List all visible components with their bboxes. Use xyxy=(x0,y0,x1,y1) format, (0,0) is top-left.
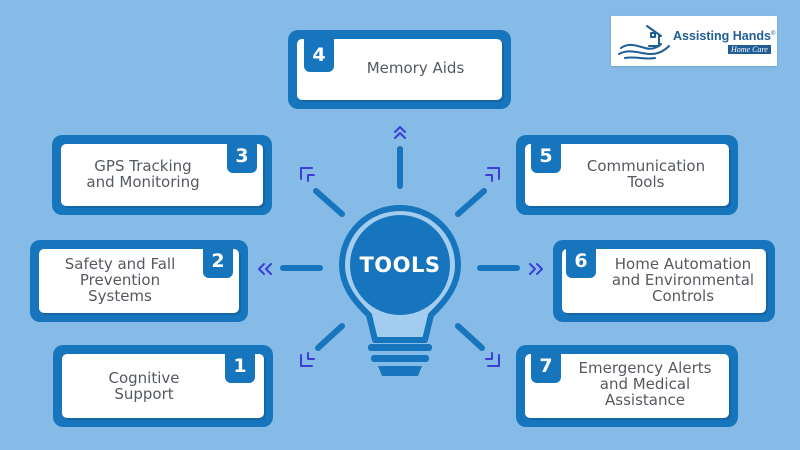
tool-label-line: Safety and Fall xyxy=(64,255,176,273)
arrow-up-icon xyxy=(394,126,406,139)
arrow-up-left-icon xyxy=(300,167,315,182)
tool-card-1: 1 Cognitive Support xyxy=(53,345,273,427)
tool-card-4: 4 Memory Aids xyxy=(288,30,511,109)
tool-number-badge: 6 xyxy=(566,244,596,278)
tool-card-2: 2 Safety and Fall Prevention Systems xyxy=(30,240,248,322)
ray-upper-left xyxy=(313,188,345,217)
tool-number-badge: 1 xyxy=(225,349,255,383)
arrow-right-icon xyxy=(529,263,543,275)
bulb xyxy=(339,205,461,376)
tool-label: Communication Tools xyxy=(564,145,728,203)
tool-label-line: and Environmental xyxy=(611,271,755,289)
tool-label-line: Systems xyxy=(88,287,152,305)
rays xyxy=(280,146,520,351)
tool-label-line: Communication xyxy=(586,157,706,175)
tool-label-line: and Monitoring xyxy=(86,173,200,191)
ray-lower-right xyxy=(455,323,485,351)
tool-label: Cognitive Support xyxy=(63,357,225,415)
tool-card-5: 5 Communication Tools xyxy=(516,135,738,215)
tool-label-line: Tools xyxy=(627,173,665,191)
logo-brand-text: Assisting Hands xyxy=(673,29,771,43)
tool-number-badge: 7 xyxy=(531,349,561,383)
arrow-up-right-icon xyxy=(485,167,500,182)
tool-card-6: 6 Home Automation and Environmental Cont… xyxy=(553,240,775,322)
arrow-left-icon xyxy=(258,263,272,275)
tool-label-line: Memory Aids xyxy=(366,59,465,77)
tool-label-line: Prevention xyxy=(79,271,161,289)
hands-house-icon xyxy=(618,25,670,60)
tool-label: Memory Aids xyxy=(330,39,501,97)
tool-label-line: GPS Tracking xyxy=(94,157,192,175)
logo-registered-mark: ® xyxy=(770,30,776,37)
tool-number-badge: 4 xyxy=(304,38,334,72)
tool-label: Emergency Alerts and Medical Assistance xyxy=(562,354,728,413)
tool-number-badge: 5 xyxy=(531,139,561,173)
bulb-base-ring-2 xyxy=(371,355,429,362)
arrow-down-right-icon xyxy=(485,352,500,367)
ray-upper-right xyxy=(455,188,487,217)
ray-lower-left xyxy=(315,323,345,351)
tool-label-line: Emergency Alerts xyxy=(578,358,712,377)
arrows xyxy=(258,126,543,367)
tool-label-line: Assistance xyxy=(605,390,685,409)
tool-label-line: Cognitive xyxy=(108,369,180,387)
bulb-core xyxy=(350,215,450,315)
logo-tagline: Home Care xyxy=(728,45,771,54)
tool-label-line: Home Automation xyxy=(614,255,752,273)
assisting-hands-logo: Assisting Hands® Home Care xyxy=(611,16,777,66)
tool-label: Safety and Fall Prevention Systems xyxy=(40,250,200,310)
tool-card-3: 3 GPS Tracking and Monitoring xyxy=(52,135,272,215)
tool-label-line: Controls xyxy=(651,287,715,305)
tool-number-badge: 3 xyxy=(227,139,257,173)
tool-label-line: Support xyxy=(114,385,174,403)
tool-label: Home Automation and Environmental Contro… xyxy=(599,250,767,310)
bulb-base-tip xyxy=(378,366,422,376)
logo-brand: Assisting Hands® xyxy=(673,29,775,43)
tool-card-7: 7 Emergency Alerts and Medical Assistanc… xyxy=(516,345,738,427)
tool-label-line: and Medical xyxy=(599,374,691,393)
center-label: TOOLS xyxy=(359,253,441,277)
bulb-base-ring-1 xyxy=(368,344,432,351)
tool-number-badge: 2 xyxy=(203,244,233,278)
tool-label: GPS Tracking and Monitoring xyxy=(62,145,224,203)
arrow-down-left-icon xyxy=(300,352,315,367)
